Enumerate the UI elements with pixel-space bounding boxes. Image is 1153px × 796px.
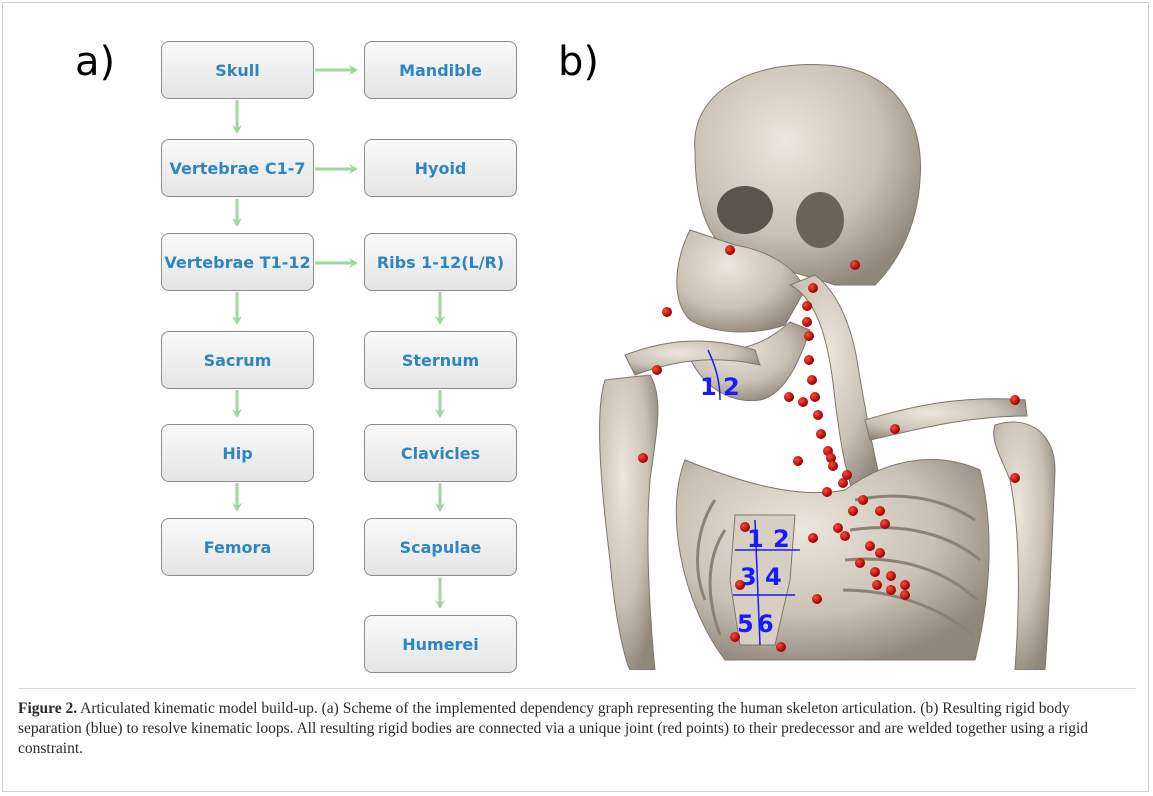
skeleton-render: 1 2 1 2 3 4 5 6 xyxy=(595,60,1100,670)
mandible-segment-1: 1 xyxy=(700,373,717,401)
node-skull: Skull xyxy=(161,41,314,99)
eye-socket-left xyxy=(717,186,773,234)
node-scapulae: Scapulae xyxy=(364,518,517,576)
node-mandible: Mandible xyxy=(364,41,517,99)
mandible-segment-2: 2 xyxy=(723,373,740,401)
caption-divider xyxy=(18,688,1136,689)
node-clavicles: Clavicles xyxy=(364,424,517,482)
node-ribs: Ribs 1-12(L/R) xyxy=(364,233,517,291)
node-vertebrae-t1-12: Vertebrae T1-12 xyxy=(161,233,314,291)
rib-cage xyxy=(676,460,989,660)
humerus-right xyxy=(994,422,1055,670)
figure-caption: Figure 2. Articulated kinematic model bu… xyxy=(18,699,1128,759)
caption-label: Figure 2. xyxy=(18,700,77,717)
node-hyoid: Hyoid xyxy=(364,139,517,197)
sternum-segment-6: 6 xyxy=(757,610,774,638)
caption-text: Articulated kinematic model build-up. (a… xyxy=(18,700,1088,757)
panel-b-label: b) xyxy=(558,42,599,82)
node-sternum: Sternum xyxy=(364,331,517,389)
humerus-left xyxy=(600,375,658,670)
sternum-segment-1: 1 xyxy=(747,525,764,553)
node-sacrum: Sacrum xyxy=(161,331,314,389)
node-humerei: Humerei xyxy=(364,615,517,673)
node-vertebrae-c1-7: Vertebrae C1-7 xyxy=(161,139,314,197)
eye-socket-right xyxy=(796,192,844,248)
sternum-segment-5: 5 xyxy=(737,610,754,638)
sternum-segment-4: 4 xyxy=(765,563,782,591)
node-hip: Hip xyxy=(161,424,314,482)
sternum-segment-2: 2 xyxy=(773,525,790,553)
node-femora: Femora xyxy=(161,518,314,576)
